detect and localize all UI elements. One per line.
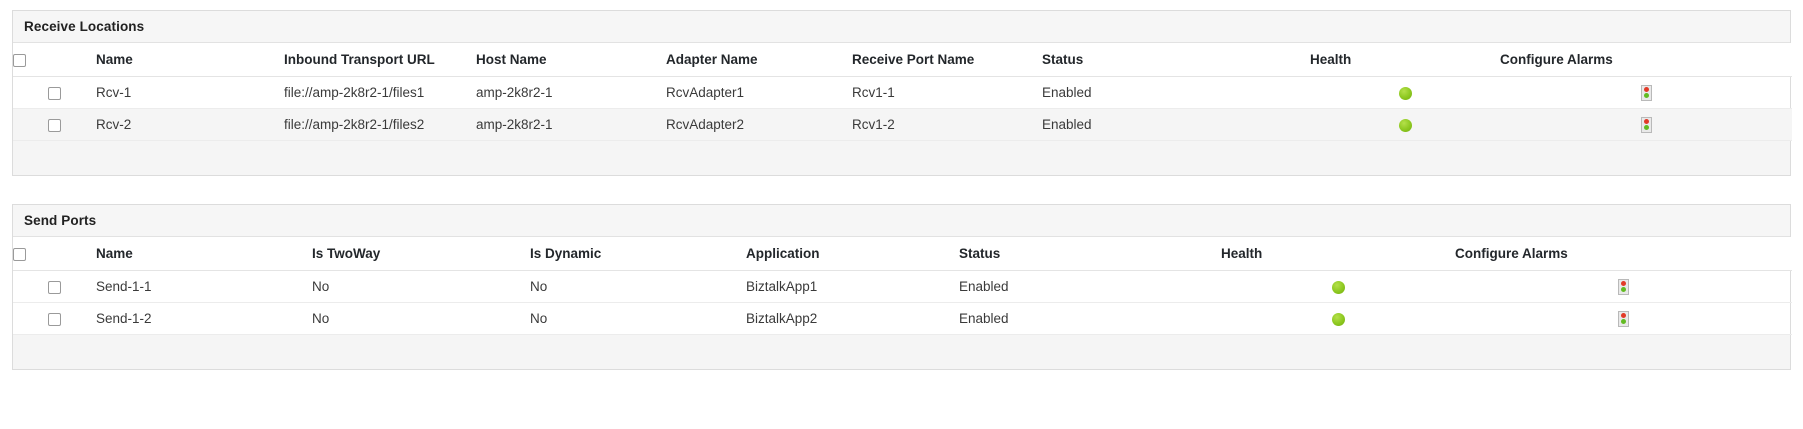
cell-health	[1310, 76, 1500, 109]
select-all-checkbox[interactable]	[13, 53, 26, 67]
send-ports-header-row: Name Is TwoWay Is Dynamic Application St…	[13, 237, 1792, 271]
traffic-light-green-lamp	[1643, 93, 1649, 99]
table-row[interactable]: Send-1-2 No No BiztalkApp2 Enabled	[13, 302, 1792, 335]
cell-name: Send-1-1	[96, 270, 312, 303]
table-row[interactable]: Send-1-1 No No BiztalkApp1 Enabled	[13, 270, 1792, 303]
row-checkbox[interactable]	[48, 280, 61, 294]
cell-host-name: amp-2k8r2-1	[476, 108, 666, 141]
receive-locations-col-adapter-name: Adapter Name	[666, 43, 852, 77]
table-row[interactable]: Rcv-2 file://amp-2k8r2-1/files2 amp-2k8r…	[13, 108, 1792, 141]
select-all-checkbox[interactable]	[13, 247, 26, 261]
receive-locations-header-row: Name Inbound Transport URL Host Name Ada…	[13, 43, 1792, 77]
health-status-icon	[1398, 118, 1412, 132]
cell-name: Send-1-2	[96, 302, 312, 335]
cell-status: Enabled	[959, 270, 1221, 303]
receive-locations-col-status: Status	[1042, 43, 1310, 77]
traffic-light-icon[interactable]	[1618, 310, 1629, 327]
traffic-light-red-lamp	[1621, 313, 1626, 319]
receive-locations-col-receive-port-name: Receive Port Name	[852, 43, 1042, 77]
cell-is-twoway: No	[312, 302, 530, 335]
send-ports-panel-title: Send Ports	[13, 205, 1790, 237]
traffic-light-green-lamp	[1643, 125, 1649, 131]
cell-configure-alarms	[1455, 302, 1792, 335]
send-ports-col-application: Application	[746, 237, 959, 271]
health-status-icon	[1398, 86, 1412, 100]
traffic-light-icon[interactable]	[1618, 278, 1629, 295]
row-select-cell	[13, 76, 96, 109]
cell-status: Enabled	[1042, 108, 1310, 141]
receive-locations-panel-title: Receive Locations	[13, 11, 1790, 43]
receive-locations-panel: Receive Locations Name Inbou	[12, 10, 1792, 176]
cell-health	[1310, 108, 1500, 141]
health-status-icon	[1331, 312, 1345, 326]
receive-locations-col-health: Health	[1310, 43, 1500, 77]
cell-name: Rcv-2	[96, 108, 284, 141]
row-select-cell	[13, 108, 96, 141]
cell-configure-alarms	[1455, 270, 1792, 303]
cell-application: BiztalkApp2	[746, 302, 959, 335]
cell-application: BiztalkApp1	[746, 270, 959, 303]
cell-configure-alarms	[1500, 108, 1792, 141]
traffic-light-icon[interactable]	[1640, 116, 1652, 133]
traffic-light-red-lamp	[1643, 119, 1649, 125]
send-ports-col-configure-alarms: Configure Alarms	[1455, 237, 1792, 271]
send-ports-col-is-twoway: Is TwoWay	[312, 237, 530, 271]
send-ports-col-is-dynamic: Is Dynamic	[530, 237, 746, 271]
cell-is-twoway: No	[312, 270, 530, 303]
row-checkbox[interactable]	[48, 312, 61, 326]
traffic-light-icon[interactable]	[1640, 84, 1652, 101]
row-select-cell	[13, 270, 96, 303]
cell-inbound-transport-url: file://amp-2k8r2-1/files1	[284, 76, 476, 109]
row-checkbox[interactable]	[48, 86, 61, 100]
send-ports-col-name: Name	[96, 237, 312, 271]
cell-is-dynamic: No	[530, 270, 746, 303]
receive-locations-col-name: Name	[96, 43, 284, 77]
cell-name: Rcv-1	[96, 76, 284, 109]
cell-status: Enabled	[959, 302, 1221, 335]
table-row[interactable]: Rcv-1 file://amp-2k8r2-1/files1 amp-2k8r…	[13, 76, 1792, 109]
send-ports-panel-footer	[13, 335, 1790, 369]
cell-adapter-name: RcvAdapter1	[666, 76, 852, 109]
row-select-cell	[13, 302, 96, 335]
traffic-light-red-lamp	[1621, 281, 1626, 287]
send-ports-col-health: Health	[1221, 237, 1455, 271]
receive-locations-table: Name Inbound Transport URL Host Name Ada…	[13, 43, 1792, 141]
traffic-light-red-lamp	[1643, 87, 1649, 93]
receive-locations-col-host-name: Host Name	[476, 43, 666, 77]
cell-receive-port-name: Rcv1-2	[852, 108, 1042, 141]
traffic-light-green-lamp	[1621, 319, 1626, 325]
cell-adapter-name: RcvAdapter2	[666, 108, 852, 141]
cell-inbound-transport-url: file://amp-2k8r2-1/files2	[284, 108, 476, 141]
send-ports-panel: Send Ports Name Is TwoWay I	[12, 204, 1792, 370]
receive-locations-col-inbound-transport-url: Inbound Transport URL	[284, 43, 476, 77]
cell-is-dynamic: No	[530, 302, 746, 335]
cell-health	[1221, 270, 1455, 303]
send-ports-table: Name Is TwoWay Is Dynamic Application St…	[13, 237, 1792, 335]
cell-health	[1221, 302, 1455, 335]
send-ports-select-all-header	[13, 237, 96, 271]
send-ports-col-status: Status	[959, 237, 1221, 271]
cell-host-name: amp-2k8r2-1	[476, 76, 666, 109]
cell-configure-alarms	[1500, 76, 1792, 109]
receive-locations-panel-footer	[13, 141, 1790, 175]
traffic-light-green-lamp	[1621, 287, 1626, 293]
receive-locations-select-all-header	[13, 43, 96, 77]
cell-receive-port-name: Rcv1-1	[852, 76, 1042, 109]
receive-locations-col-configure-alarms: Configure Alarms	[1500, 43, 1792, 77]
cell-status: Enabled	[1042, 76, 1310, 109]
row-checkbox[interactable]	[48, 118, 61, 132]
health-status-icon	[1331, 280, 1345, 294]
